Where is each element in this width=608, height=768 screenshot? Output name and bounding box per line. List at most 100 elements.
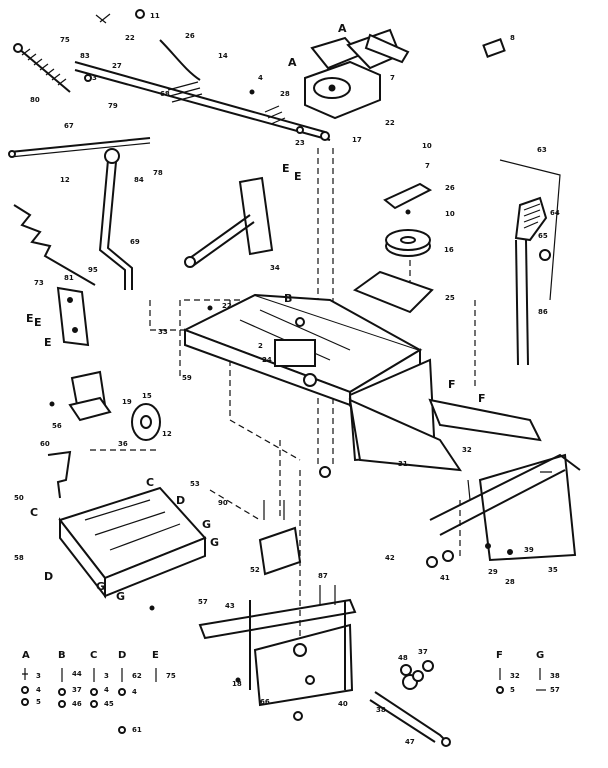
svg-text:3: 3 (104, 672, 109, 680)
ref-letter: F (478, 392, 486, 405)
skid-assembly-53 (58, 486, 207, 599)
ref-letter: E (44, 336, 52, 349)
callout: 26 (185, 32, 195, 40)
ref-letter: E (282, 162, 290, 175)
callout: 12 (60, 176, 70, 184)
callout: 24 (262, 356, 272, 364)
svg-text:4: 4 (104, 686, 109, 694)
svg-text:4: 4 (132, 688, 137, 696)
callout: 58 (14, 554, 24, 562)
ref-letter: C (146, 476, 154, 489)
callout: 43 (225, 602, 235, 610)
callout: 22 (385, 119, 395, 127)
svg-text:57: 57 (550, 686, 560, 694)
callout: 69 (130, 238, 140, 246)
callout: 29 (488, 568, 498, 576)
callout: 80 (30, 96, 40, 104)
ref-letter: G (210, 536, 219, 549)
callout: 42 (385, 554, 395, 562)
svg-text:45: 45 (104, 700, 114, 708)
control-unit-7 (304, 28, 410, 120)
legend-head-a: A (22, 650, 30, 661)
ref-letter: G (96, 580, 105, 593)
callout: 17 (352, 136, 362, 144)
ref-letter: D (176, 494, 185, 507)
bracket-26 (383, 182, 433, 210)
callout: 86 (538, 308, 548, 316)
hardware-legend: A 3 4 5 B 44 37 46 C 3 4 45 D 62 4 61 E … (21, 650, 560, 734)
pulley-16 (385, 229, 431, 257)
callout: 75 (60, 36, 70, 44)
callout: 59 (182, 374, 192, 382)
svg-text:5: 5 (36, 698, 41, 706)
bracket-73 (56, 286, 90, 347)
callout: 48 (398, 654, 408, 662)
callout: 19 (122, 398, 132, 406)
callout: 64 (550, 209, 560, 217)
spring-assembly-80 (13, 43, 71, 93)
shaft-86 (499, 159, 561, 366)
alignment-lines (90, 148, 476, 640)
callout: 34 (270, 264, 280, 272)
bracket-e-top (184, 176, 274, 268)
callout: 7 (390, 74, 395, 82)
rod-67 (8, 137, 151, 158)
callout: 32 (462, 446, 472, 454)
callout: 53 (190, 480, 200, 488)
svg-text:38: 38 (550, 672, 560, 680)
svg-text:61: 61 (132, 726, 142, 734)
callout: 16 (444, 246, 454, 254)
svg-text:46: 46 (72, 700, 82, 708)
callout: 22 (125, 34, 135, 42)
callout: 73 (34, 279, 44, 287)
ref-letter: F (448, 378, 456, 391)
callout: 10 (422, 142, 432, 150)
svg-text:44: 44 (72, 670, 82, 678)
callout: 2 (258, 342, 263, 350)
callout: 67 (64, 122, 74, 130)
callout: 40 (338, 700, 348, 708)
callout: 22 (222, 302, 232, 310)
lever-69 (98, 148, 133, 290)
pulley-12 (131, 403, 161, 441)
legend-head-g: G (536, 650, 544, 661)
svg-text:37: 37 (72, 686, 82, 694)
deck-plate-f (348, 358, 542, 472)
guard-35 (429, 453, 581, 562)
callout: 36 (118, 440, 128, 448)
callout: 78 (153, 169, 163, 177)
svg-text:32: 32 (510, 672, 520, 680)
callout-labels: 11 22 26 75 83 27 14 4 3 80 79 68 28 7 2… (14, 12, 560, 746)
reference-letters: A A E E E E E B F F C C D D G G G G (26, 22, 486, 603)
callout: 8 (510, 34, 515, 42)
ref-letter: B (284, 292, 292, 305)
callout: 15 (142, 392, 152, 400)
callout: 84 (134, 176, 144, 184)
ref-letter: E (34, 316, 42, 329)
callout: 12 (162, 430, 172, 438)
ref-letter: D (44, 570, 53, 583)
callout: 90 (218, 499, 228, 507)
main-frame (182, 293, 423, 407)
ref-letter: A (288, 56, 297, 69)
bracket-52 (258, 526, 302, 576)
callout: 28 (280, 90, 290, 98)
cable-26 (95, 13, 506, 125)
lower-frame-43 (198, 598, 357, 707)
callout: 66 (260, 698, 270, 706)
callout: 52 (250, 566, 260, 574)
fasteners (49, 9, 552, 721)
callout: 10 (445, 210, 455, 218)
legend-head-f: F (496, 650, 503, 661)
ref-letter: E (294, 170, 302, 183)
callout: 60 (40, 440, 50, 448)
legend-head-c: C (90, 650, 97, 661)
callout: 28 (505, 578, 515, 586)
callout: 37 (418, 648, 428, 656)
callout: 7 (425, 162, 430, 170)
callout: 38 (376, 706, 386, 714)
svg-text:75: 75 (166, 672, 176, 680)
callout: 63 (537, 146, 547, 154)
callout: 87 (318, 572, 328, 580)
